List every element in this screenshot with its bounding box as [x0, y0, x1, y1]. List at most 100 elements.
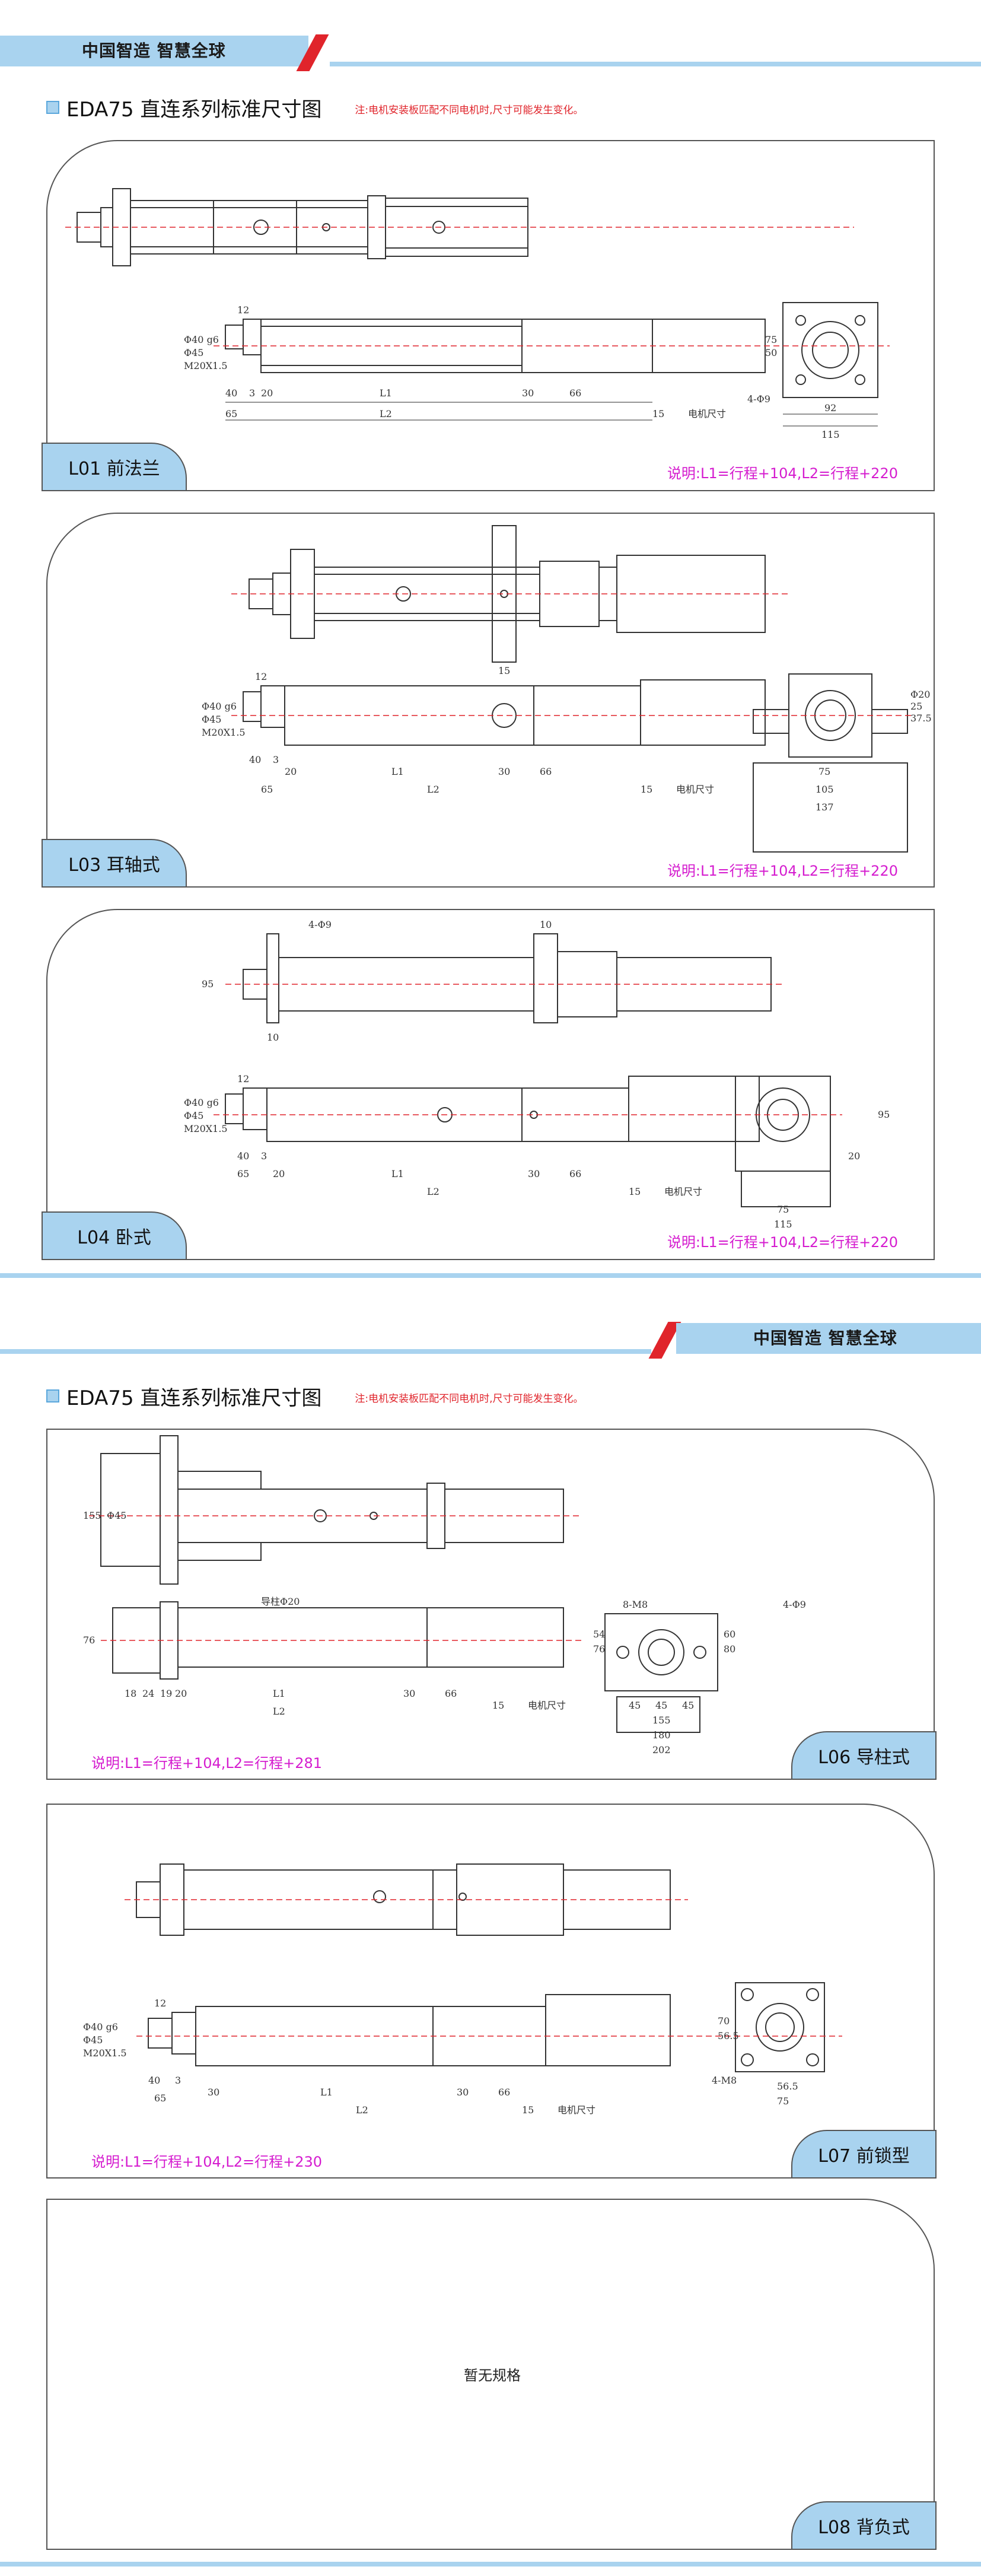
dim-l03-65: 65: [261, 784, 273, 795]
mid-header-slogan-tab: 中国智造 智慧全球: [676, 1323, 981, 1354]
dim-l04-15: 15: [629, 1186, 641, 1197]
header-slogan-tab: 中国智造 智慧全球: [0, 36, 308, 66]
dim-l03-30: 30: [498, 766, 510, 777]
dim-l04-75: 75: [777, 1204, 789, 1215]
dim-l06-8m8: 8-M8: [623, 1599, 648, 1610]
label-l08: L08 背负式: [791, 2501, 937, 2550]
dim-l04-10: 10: [267, 1032, 279, 1043]
dim-l07-l2: L2: [356, 2104, 368, 2116]
dim-l03-phi45: Φ45: [202, 714, 221, 725]
dim-l04-phi40: Φ40 g6: [184, 1097, 219, 1108]
dim-l04-l2: L2: [427, 1186, 439, 1197]
dim-l03-l2: L2: [427, 784, 439, 795]
dim-l06-155b: 155: [652, 1715, 671, 1726]
dim-l01-92: 92: [824, 402, 836, 414]
dim-l03-15: 15: [641, 784, 652, 795]
dim-l03-137: 137: [816, 802, 834, 813]
dim-l01-75: 75: [765, 334, 777, 345]
dim-l01-l1: L1: [380, 387, 392, 399]
panel-l04: 4-Φ9 95 10 10 12 Φ40 g6 Φ45 M20X1.5 40 3…: [46, 909, 935, 1260]
l03-drawing: 12 Φ40 g6 Φ45 M20X1.5 40 3 20 65 L1 L2 1…: [202, 525, 932, 853]
l06-drawing: 155 Φ45 导柱Φ20 76 18 24 19 20 L1 L2 30 66…: [83, 1435, 806, 1756]
dim-l03-40: 40: [249, 754, 261, 765]
dim-l01-phi40: Φ40 g6: [184, 334, 219, 345]
empty-spec-text: 暂无规格: [464, 2367, 521, 2384]
mid-header-rule: [0, 1349, 651, 1354]
dim-l01-20: 20: [261, 387, 273, 399]
label-l04: L04 卧式: [42, 1211, 187, 1260]
dim-l07-phi45: Φ45: [83, 2034, 103, 2046]
dim-l01-holes: 4-Φ9: [747, 393, 770, 405]
panel-l07: 12 Φ40 g6 Φ45 M20X1.5 40 3 65 30 L1 L2 3…: [46, 1804, 935, 2179]
dim-l03-3: 3: [273, 754, 279, 765]
dim-l01-66: 66: [569, 387, 581, 399]
dim-l07-30b: 30: [457, 2087, 469, 2098]
label-l06: L06 导柱式: [791, 1731, 937, 1780]
dim-l04-95: 95: [202, 978, 214, 990]
dim-l06-24: 24: [142, 1688, 154, 1699]
dim-l07-565b: 56.5: [777, 2081, 798, 2092]
dim-l06-18: 18: [125, 1688, 136, 1699]
dim-l01-motor: 电机尺寸: [688, 408, 726, 419]
dim-l01-40: 40: [225, 387, 237, 399]
dim-l06-45b: 45: [655, 1700, 667, 1711]
dim-l06-rod: 导柱Φ20: [261, 1596, 300, 1607]
dim-l04-l1: L1: [391, 1168, 404, 1179]
section-title-1: EDA75 直连系列标准尺寸图 注:电机安装板匹配不同电机时,尺寸可能发生变化。: [46, 94, 584, 122]
dim-l06-60: 60: [724, 1629, 735, 1640]
dim-l06-l1: L1: [273, 1688, 285, 1699]
dim-l06-66: 66: [445, 1688, 457, 1699]
dim-l07-phi40: Φ40 g6: [83, 2021, 118, 2033]
dim-l01-3: 3: [249, 387, 255, 399]
label-l07: L07 前锁型: [791, 2130, 937, 2179]
dim-l07-565: 56.5: [718, 2030, 739, 2041]
dim-l03-66: 66: [540, 766, 552, 777]
dim-l03-105: 105: [816, 784, 834, 795]
dim-l04-40: 40: [237, 1150, 249, 1162]
l07-drawing: 12 Φ40 g6 Φ45 M20X1.5 40 3 65 30 L1 L2 3…: [83, 1863, 842, 2116]
section-note: 注:电机安装板匹配不同电机时,尺寸可能发生变化。: [355, 104, 584, 116]
dim-l04-motor: 电机尺寸: [664, 1186, 702, 1197]
dim-l06-76b: 76: [593, 1643, 605, 1655]
dim-l06-54: 54: [593, 1629, 605, 1640]
dim-l07-m20: M20X1.5: [83, 2047, 127, 2059]
dim-l04-12: 12: [237, 1073, 249, 1085]
note-l06: 说明:L1=行程+104,L2=行程+281: [91, 1755, 323, 1772]
dim-l06-155: 155: [83, 1510, 101, 1521]
dim-l03-15b: 15: [498, 665, 510, 676]
mid-header-slogan: 中国智造 智慧全球: [753, 1328, 897, 1348]
dim-l07-75: 75: [777, 2095, 789, 2107]
dim-l03-375: 37.5: [910, 713, 932, 724]
dim-l01-m20: M20X1.5: [184, 360, 228, 371]
dim-l04-20: 20: [273, 1168, 285, 1179]
panel-l06: 155 Φ45 导柱Φ20 76 18 24 19 20 L1 L2 30 66…: [46, 1429, 935, 1780]
section-note-2: 注:电机安装板匹配不同电机时,尺寸可能发生变化。: [355, 1392, 584, 1405]
dim-l07-66: 66: [498, 2087, 510, 2098]
dim-l04-3: 3: [261, 1150, 267, 1162]
dim-l04-holes: 4-Φ9: [308, 919, 332, 930]
mid-header: 中国智造 智慧全球: [0, 1311, 981, 1359]
header-slogan: 中国智造 智慧全球: [82, 41, 226, 61]
dim-l06-19: 19: [160, 1688, 172, 1699]
dim-l04-95b: 95: [878, 1109, 890, 1120]
panel-l03: 12 Φ40 g6 Φ45 M20X1.5 40 3 20 65 L1 L2 1…: [46, 513, 935, 888]
dim-l06-76: 76: [83, 1634, 95, 1646]
header-rule: [330, 62, 981, 66]
dim-l06-4phi9: 4-Φ9: [783, 1599, 806, 1610]
dim-l07-motor: 电机尺寸: [558, 2104, 595, 2116]
l01-drawing: 40 3 65 20 L1 L2 30 66 15 电机尺寸 12 Φ40 g6…: [65, 188, 890, 440]
bottom-separator: [0, 2562, 981, 2567]
dim-l04-phi45: Φ45: [184, 1110, 203, 1121]
note-l07: 说明:L1=行程+104,L2=行程+230: [91, 2154, 323, 2170]
dim-l07-30: 30: [208, 2087, 219, 2098]
dim-l01-l2: L2: [380, 408, 392, 419]
dim-l01-12: 12: [237, 304, 249, 316]
dim-l06-180: 180: [652, 1729, 671, 1741]
dim-l03-m20: M20X1.5: [202, 727, 246, 738]
dim-l03-20: 20: [285, 766, 297, 777]
section-title-2: EDA75 直连系列标准尺寸图 注:电机安装板匹配不同电机时,尺寸可能发生变化。: [46, 1382, 584, 1410]
dim-l06-45a: 45: [629, 1700, 641, 1711]
dim-l03-12: 12: [255, 671, 267, 682]
dim-l04-115: 115: [774, 1219, 792, 1230]
dim-l04-m20: M20X1.5: [184, 1123, 228, 1134]
